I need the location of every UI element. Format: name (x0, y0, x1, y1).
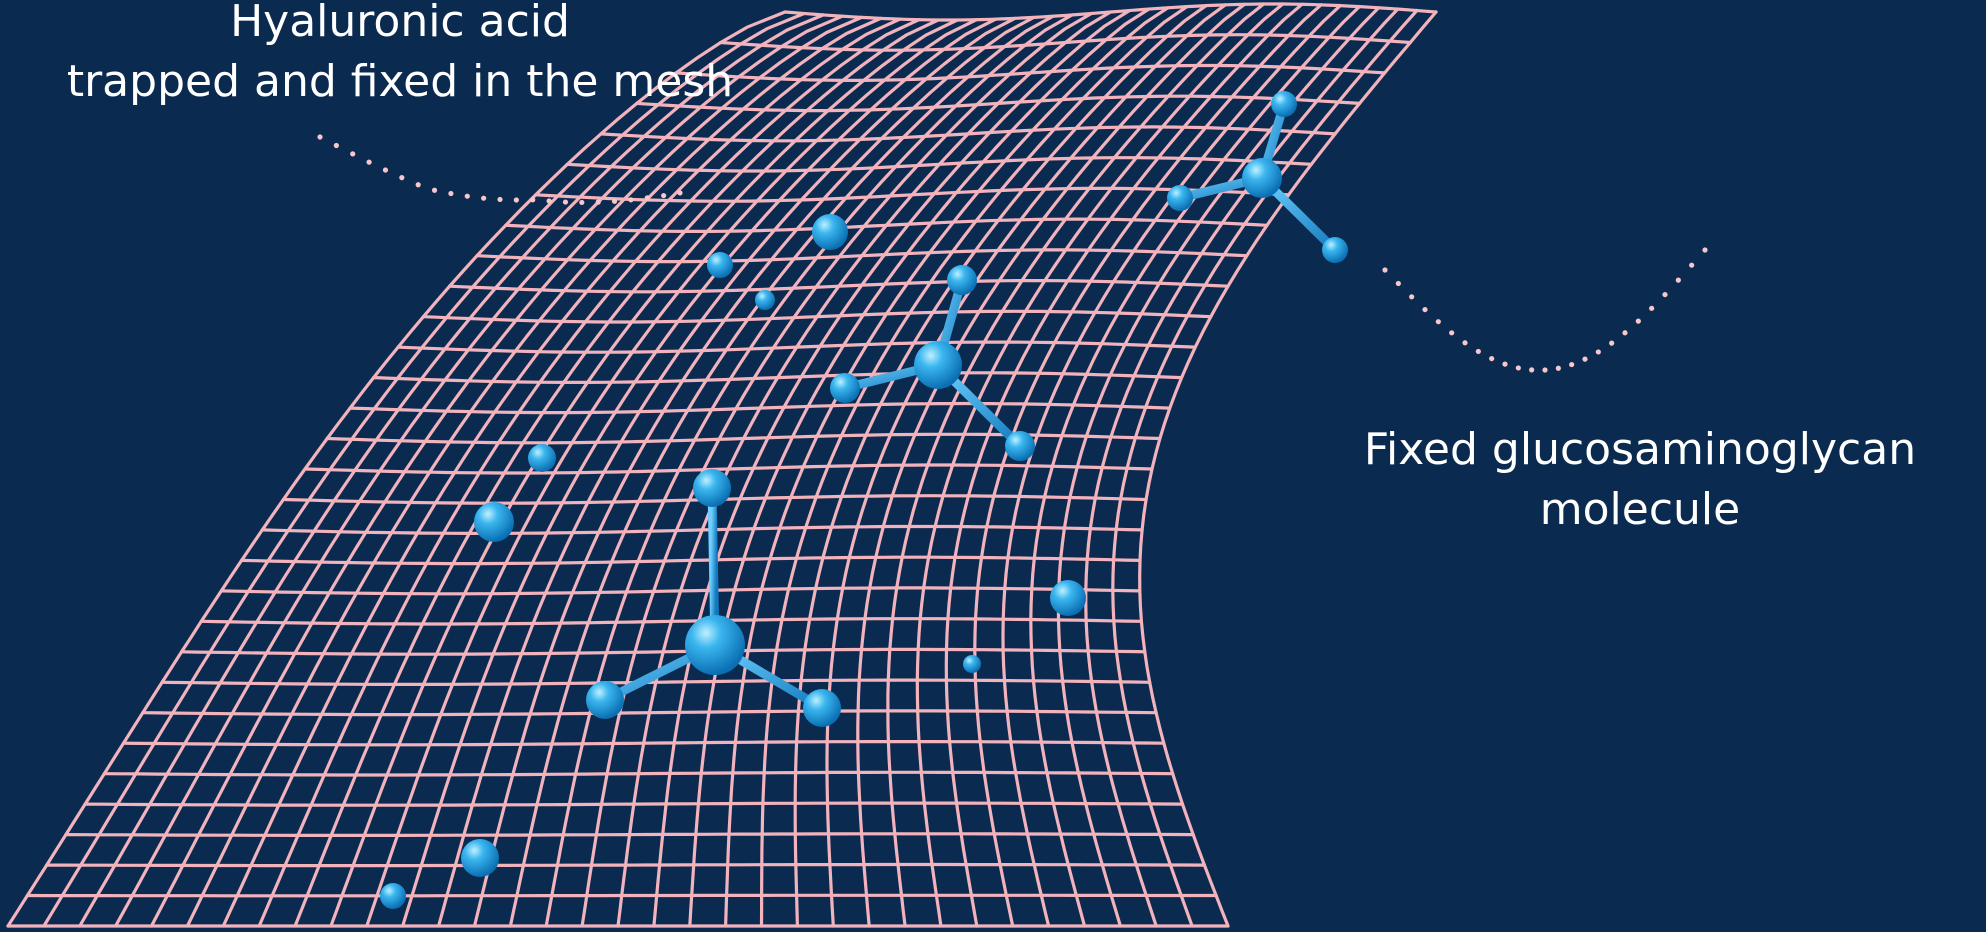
molecules (380, 91, 1348, 909)
mesh-horizontal-line (25, 893, 1218, 898)
mesh-horizontal-line (260, 524, 1144, 535)
mesh-horizontal-line (45, 862, 1206, 868)
mesh-horizontal-line (348, 401, 1172, 415)
mesh-horizontal-line (83, 801, 1185, 807)
hyaluronic-acid-sphere (1050, 580, 1086, 616)
collagen-mesh (6, 2, 1438, 928)
mesh-horizontal-line (504, 217, 1269, 233)
mesh-horizontal-line (160, 678, 1152, 686)
hyaluronic-acid-label: Hyaluronic acid trapped and fixed in the… (0, 0, 800, 112)
gag-molecule-3-outer-atom (693, 469, 731, 507)
mesh-horizontal-line (565, 156, 1313, 173)
gag-molecule-3-center-atom (685, 615, 745, 675)
gag-molecule-2-outer-atom (947, 265, 977, 295)
hyaluronic-acid-sphere (380, 883, 406, 909)
hyaluronic-acid-pointer (317, 134, 683, 206)
hyaluronic-acid-sphere (755, 290, 775, 310)
mesh-horizontal-line (635, 94, 1362, 113)
gag-molecule-1-outer-atom (1167, 185, 1193, 211)
gag-molecule-3-outer-atom (803, 689, 841, 727)
gag-molecule-1-center-atom (1242, 158, 1282, 198)
hyaluronic-acid-sphere (812, 214, 848, 250)
hyaluronic-acid-sphere (707, 252, 733, 278)
glycosaminoglycan-label-line1: Fixed glucosaminoglycan (1363, 424, 1917, 475)
gag-molecule-1-outer-atom (1322, 237, 1348, 263)
gag-molecule-2-outer-atom (1005, 431, 1035, 461)
mesh-horizontal-line (303, 463, 1154, 475)
hyaluronic-acid-label-line2: trapped and fixed in the mesh (66, 56, 734, 107)
mesh-horizontal-line (396, 340, 1197, 354)
mesh-horizontal-line (141, 709, 1158, 717)
mesh-horizontal-line (475, 248, 1249, 264)
gag-molecule-3-outer-atom (586, 681, 624, 719)
mesh-horizontal-line (783, 2, 1438, 22)
gag-molecule-2-center-atom (914, 341, 962, 389)
glycosaminoglycan-pointer (1382, 247, 1708, 373)
mesh-horizontal-line (719, 33, 1412, 52)
mesh-horizontal-line (121, 740, 1166, 747)
glycosaminoglycan-label-line2: molecule (1539, 484, 1741, 535)
hyaluronic-acid-label-line1: Hyaluronic acid (230, 0, 570, 47)
hyaluronic-acid-sphere (528, 444, 556, 472)
mesh-horizontal-line (180, 647, 1147, 656)
mesh-horizontal-line (199, 617, 1143, 626)
gag-molecule-1-outer-atom (1271, 91, 1297, 117)
gag-molecule-2-outer-atom (830, 373, 860, 403)
mesh-horizontal-line (240, 555, 1142, 566)
hyaluronic-acid-sphere (963, 655, 981, 673)
mesh-horizontal-line (599, 125, 1337, 143)
mesh-horizontal-line (421, 309, 1213, 324)
hyaluronic-acid-sphere (461, 839, 499, 877)
hyaluronic-acid-sphere (474, 502, 514, 542)
mesh-horizontal-line (102, 770, 1175, 777)
mesh-horizontal-line (534, 186, 1291, 203)
mesh-horizontal-line (372, 371, 1184, 384)
mesh-horizontal-line (219, 586, 1142, 596)
mesh-horizontal-line (64, 832, 1195, 837)
mesh-horizontal-line (674, 63, 1387, 82)
glycosaminoglycan-label: Fixed glucosaminoglycan molecule (1290, 420, 1986, 540)
mesh-horizontal-line (448, 279, 1230, 294)
